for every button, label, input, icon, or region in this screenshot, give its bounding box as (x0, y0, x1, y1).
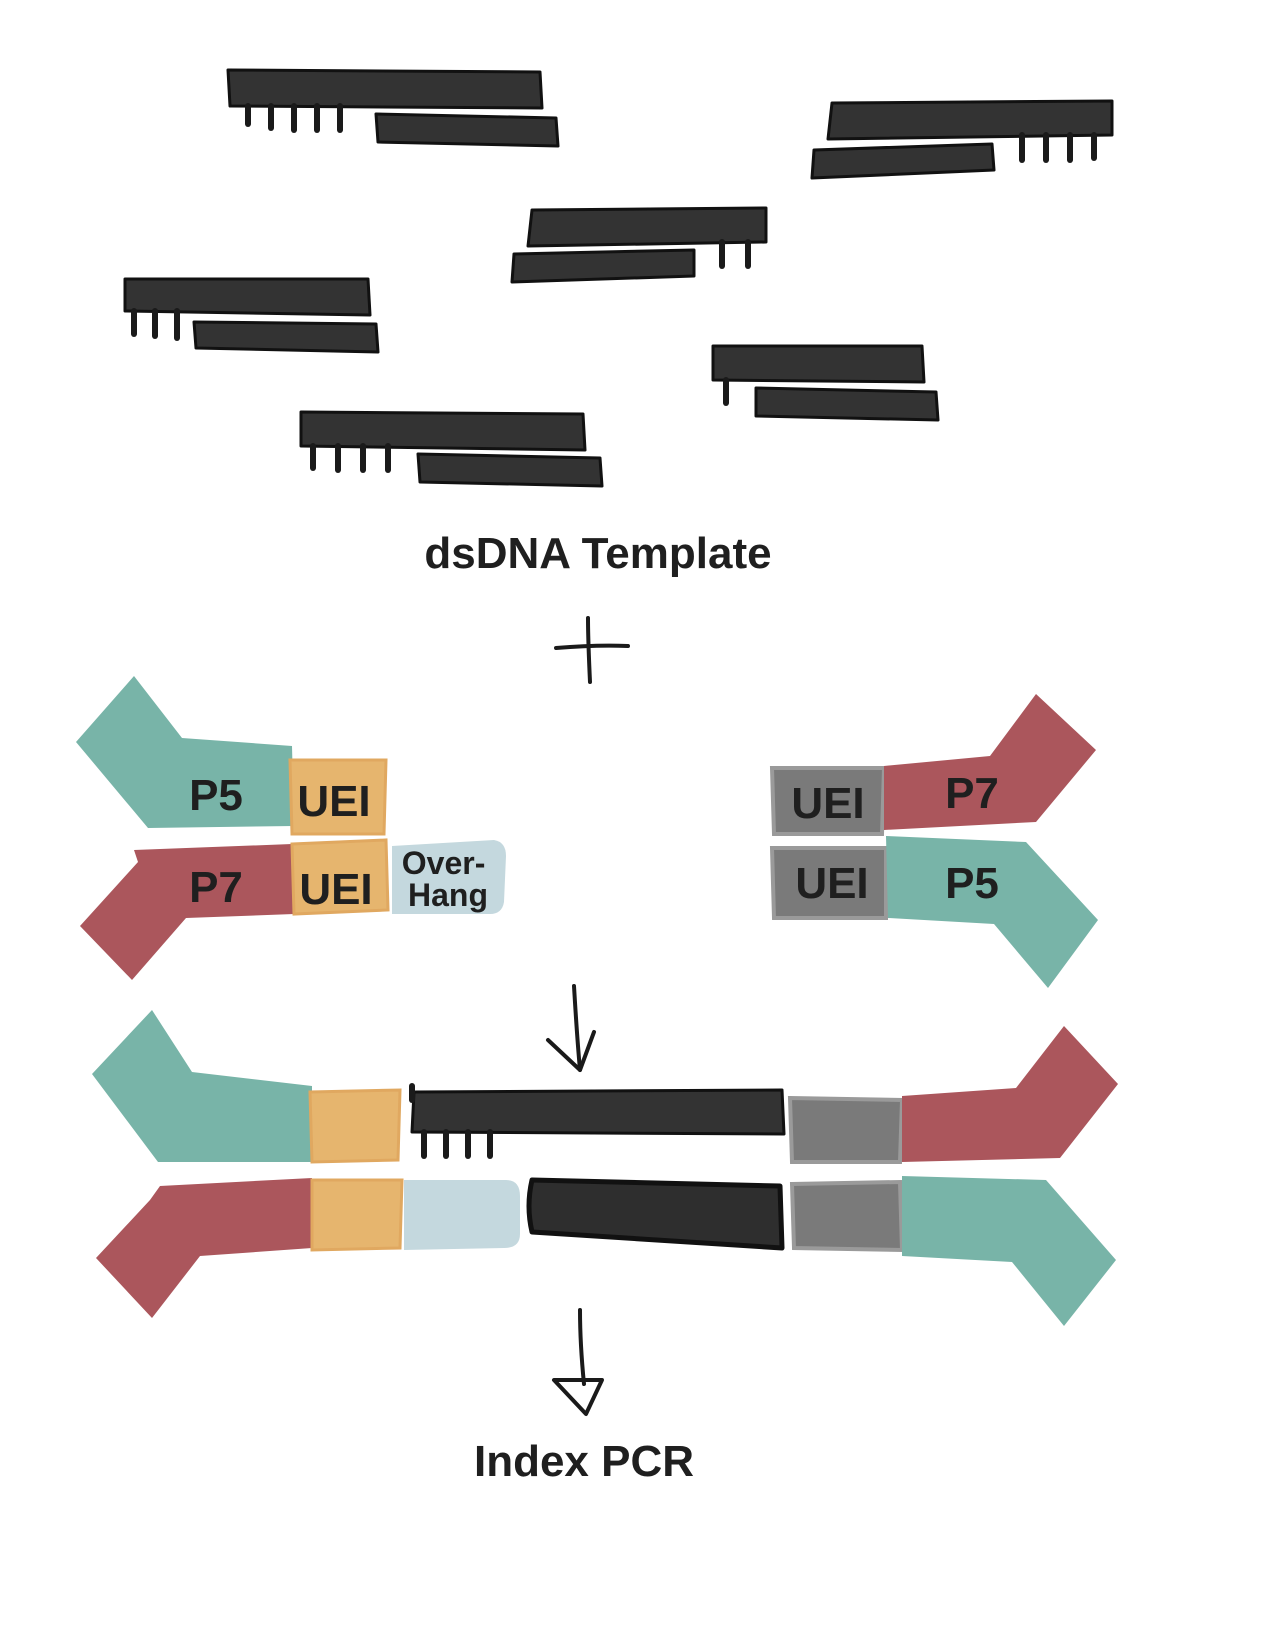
down-arrow-icon (546, 984, 596, 1072)
uei-box (769, 846, 888, 920)
left-top-primer-label: P5 (189, 771, 243, 820)
uei-box (308, 1088, 402, 1164)
left-adapter: P5 UEI P7 UEI Over- Hang (76, 676, 506, 980)
p7-arm (884, 694, 1096, 830)
p5-arm (902, 1176, 1116, 1326)
dna-strand (526, 1177, 785, 1251)
uei-box (290, 838, 390, 916)
overhang-box (392, 840, 506, 914)
p5-arm (76, 676, 294, 828)
uei-box (787, 1095, 905, 1164)
down-arrow-icon (552, 1308, 604, 1416)
plus-icon (554, 616, 630, 684)
uei-box (310, 1178, 404, 1252)
left-top-uei-label: UEI (297, 777, 370, 826)
right-top-primer-label: P7 (945, 769, 999, 818)
dsdna-fragment (226, 68, 560, 148)
p7-arm (80, 844, 294, 980)
uei-box (769, 766, 887, 836)
uei-box (288, 758, 388, 836)
left-bottom-primer-label: P7 (189, 863, 243, 912)
dsdna-fragment (711, 344, 940, 422)
right-bottom-uei-label: UEI (795, 859, 868, 908)
p7-arm (902, 1026, 1118, 1162)
ligated-product (92, 1010, 1118, 1326)
right-adapter: UEI P7 UEI P5 (769, 694, 1098, 988)
dsdna-fragment (810, 99, 1114, 180)
dsdna-fragment (299, 410, 604, 488)
uei-box (789, 1179, 905, 1253)
p5-arm (92, 1010, 312, 1162)
p7-arm (96, 1178, 312, 1318)
left-bottom-uei-label: UEI (299, 865, 372, 914)
dsdna-fragment (123, 277, 380, 354)
dna-strand (410, 1088, 786, 1136)
index-pcr-label: Index PCR (474, 1437, 694, 1486)
p5-arm (886, 836, 1098, 988)
overhang-box (404, 1180, 520, 1250)
right-top-uei-label: UEI (791, 779, 864, 828)
overhang-label: Over- Hang (402, 845, 494, 913)
dsdna-fragment (510, 206, 768, 284)
right-bottom-primer-label: P5 (945, 859, 999, 908)
template-label: dsDNA Template (424, 529, 771, 578)
dsdna-fragments (123, 68, 1114, 488)
